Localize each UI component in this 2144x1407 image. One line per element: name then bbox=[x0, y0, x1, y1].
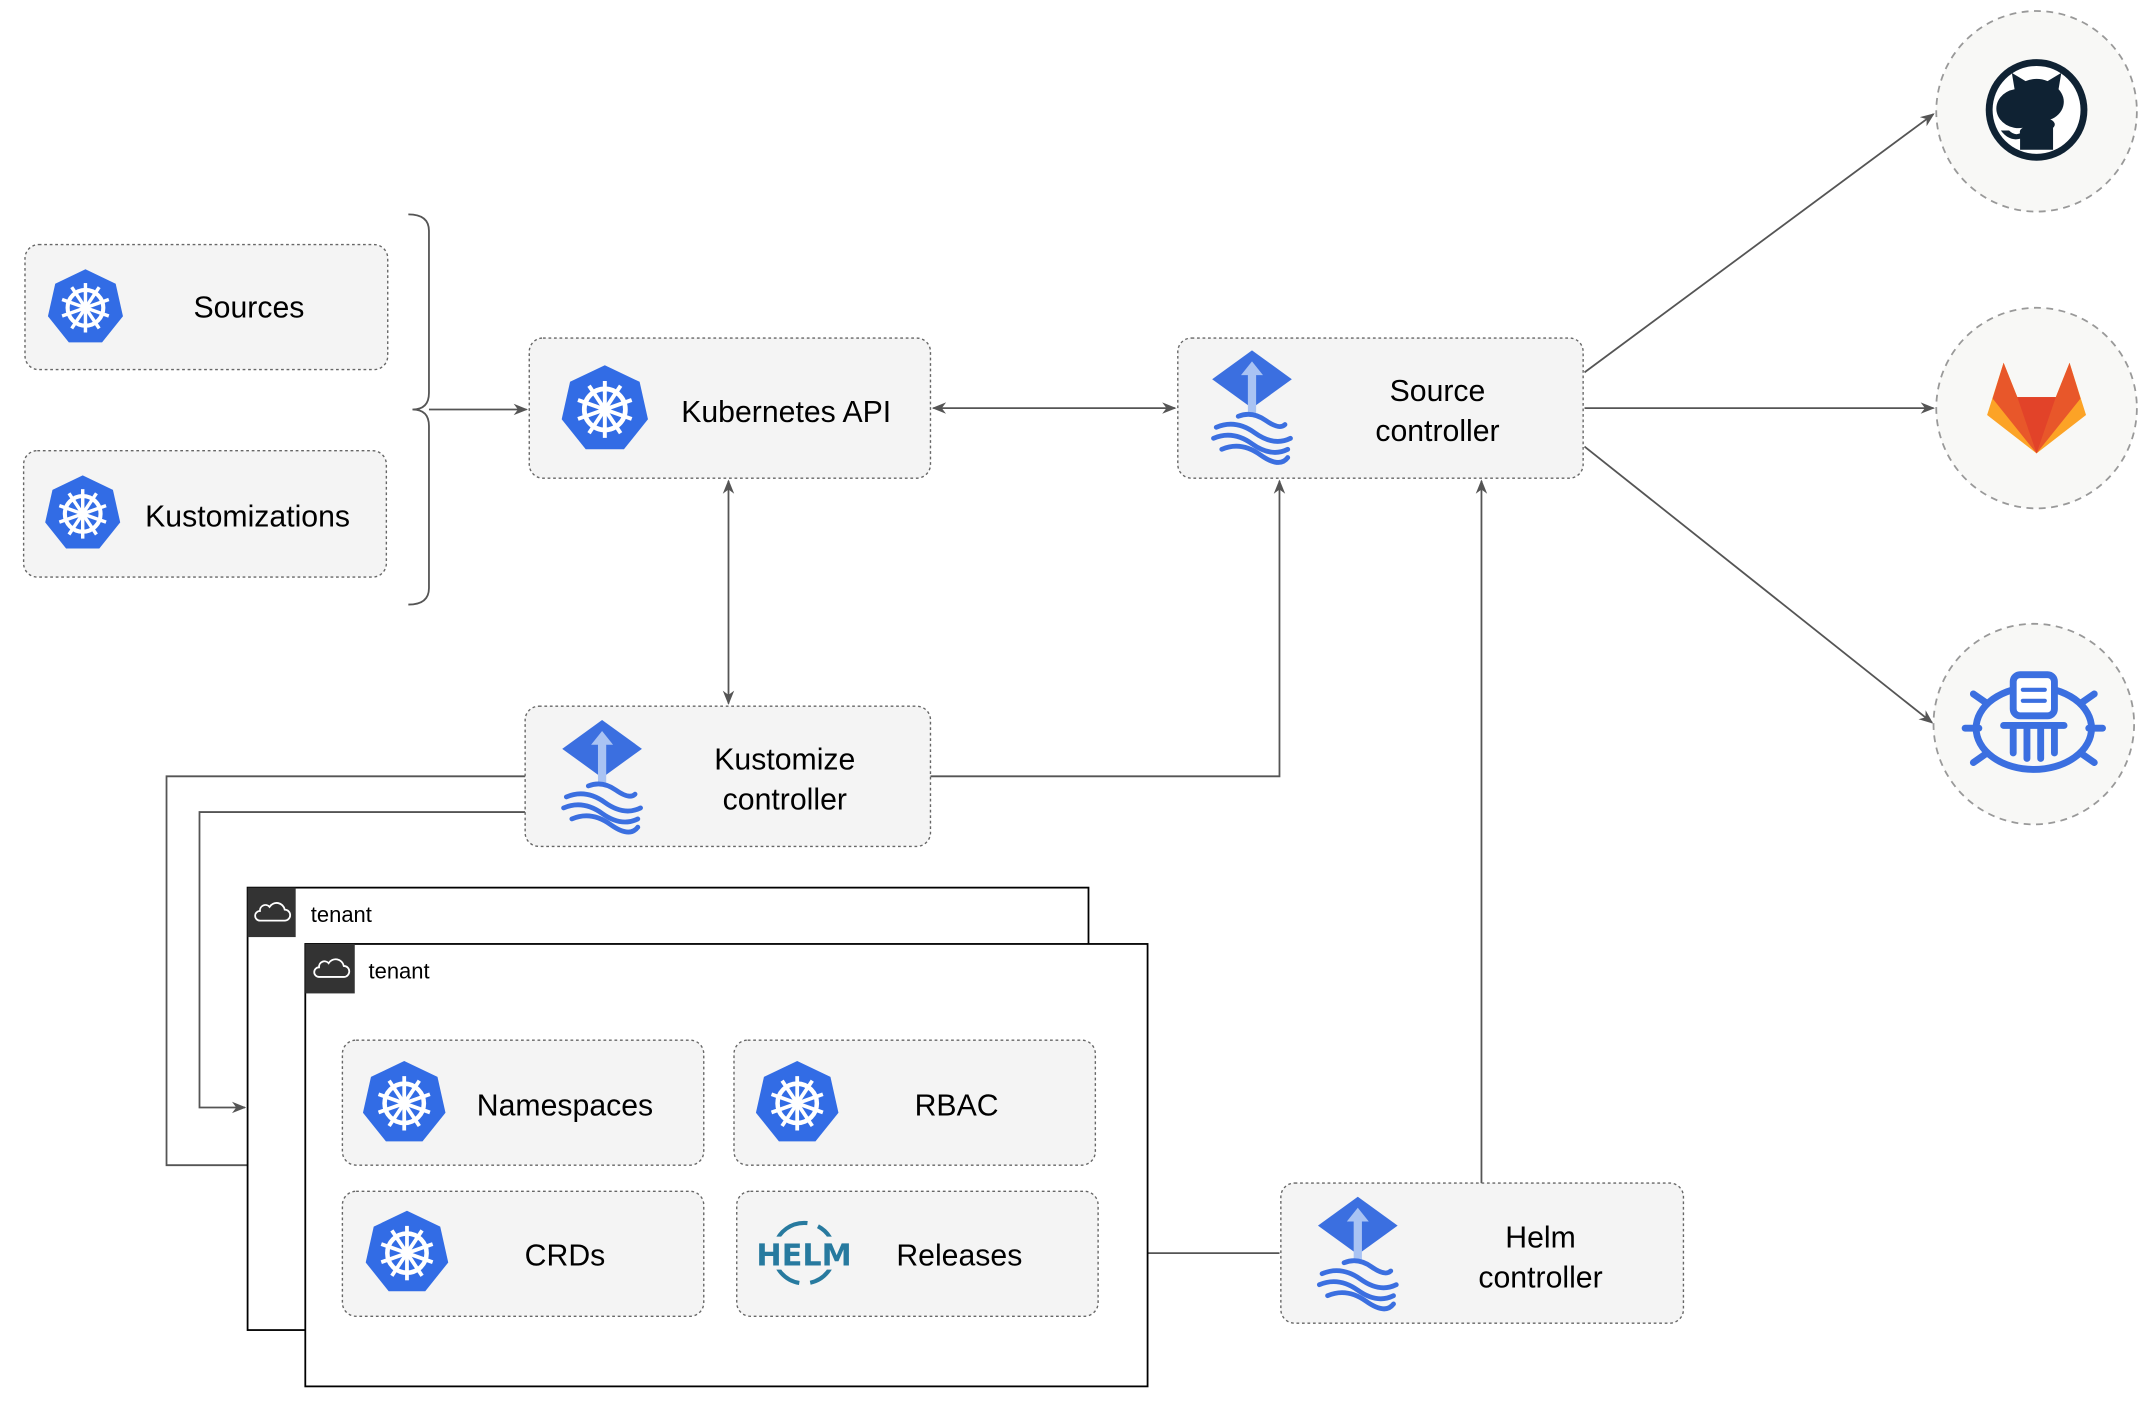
node-kubernetes-api[interactable]: Kubernetes API bbox=[528, 337, 932, 479]
node-label: Kubernetes API bbox=[681, 396, 891, 429]
github-icon bbox=[1985, 59, 2088, 161]
tenant-label: tenant bbox=[311, 902, 372, 927]
node-label: Namespaces bbox=[477, 1090, 653, 1123]
node-label: CRDs bbox=[525, 1239, 606, 1272]
node-crds[interactable]: CRDs bbox=[341, 1190, 705, 1318]
cloud-icon bbox=[313, 958, 351, 978]
node-releases[interactable]: HELM Releases bbox=[736, 1190, 1099, 1318]
node-sources[interactable]: Sources bbox=[24, 243, 389, 371]
node-namespaces[interactable]: Namespaces bbox=[341, 1039, 705, 1166]
edge-source-to-github bbox=[1583, 113, 1935, 374]
helm-icon: HELM bbox=[756, 1220, 852, 1286]
node-label: Sources bbox=[194, 291, 305, 324]
edge-kustomize-to-tenant-back bbox=[198, 811, 526, 1114]
node-rbac[interactable]: RBAC bbox=[733, 1039, 1097, 1166]
external-gitlab[interactable] bbox=[1935, 306, 2138, 510]
gitlab-icon bbox=[1987, 362, 2087, 454]
brace bbox=[408, 213, 430, 606]
node-label: Releases bbox=[896, 1239, 1022, 1272]
external-bucket[interactable] bbox=[1932, 622, 2136, 826]
node-label-line1: Source bbox=[1390, 375, 1486, 408]
edge-source-to-bucket bbox=[1583, 445, 1934, 724]
node-label: Kustomizations bbox=[145, 500, 350, 533]
node-label-line2: controller bbox=[723, 783, 847, 816]
edge-kustomize-to-source bbox=[930, 479, 1286, 778]
cloud-icon bbox=[254, 902, 291, 922]
bucket-icon bbox=[1961, 671, 2106, 773]
node-label: RBAC bbox=[915, 1090, 999, 1123]
external-github[interactable] bbox=[1935, 10, 2138, 213]
node-label-line2: controller bbox=[1375, 415, 1499, 448]
node-label-line1: Helm bbox=[1505, 1222, 1576, 1255]
node-source-controller[interactable]: Source controller bbox=[1177, 337, 1584, 479]
node-helm-controller[interactable]: Helm controller bbox=[1280, 1182, 1685, 1324]
cloud-icon-bg bbox=[305, 943, 355, 994]
edge-kustomize-to-tenant-front bbox=[165, 775, 526, 1171]
node-kustomizations[interactable]: Kustomizations bbox=[22, 449, 388, 578]
node-label-line1: Kustomize bbox=[714, 743, 855, 776]
helm-logo-text: HELM bbox=[756, 1238, 851, 1273]
edges bbox=[165, 113, 1935, 1259]
node-label-line2: controller bbox=[1478, 1261, 1602, 1294]
node-kustomize-controller[interactable]: Kustomize controller bbox=[524, 705, 932, 848]
tenant-label: tenant bbox=[369, 958, 430, 983]
